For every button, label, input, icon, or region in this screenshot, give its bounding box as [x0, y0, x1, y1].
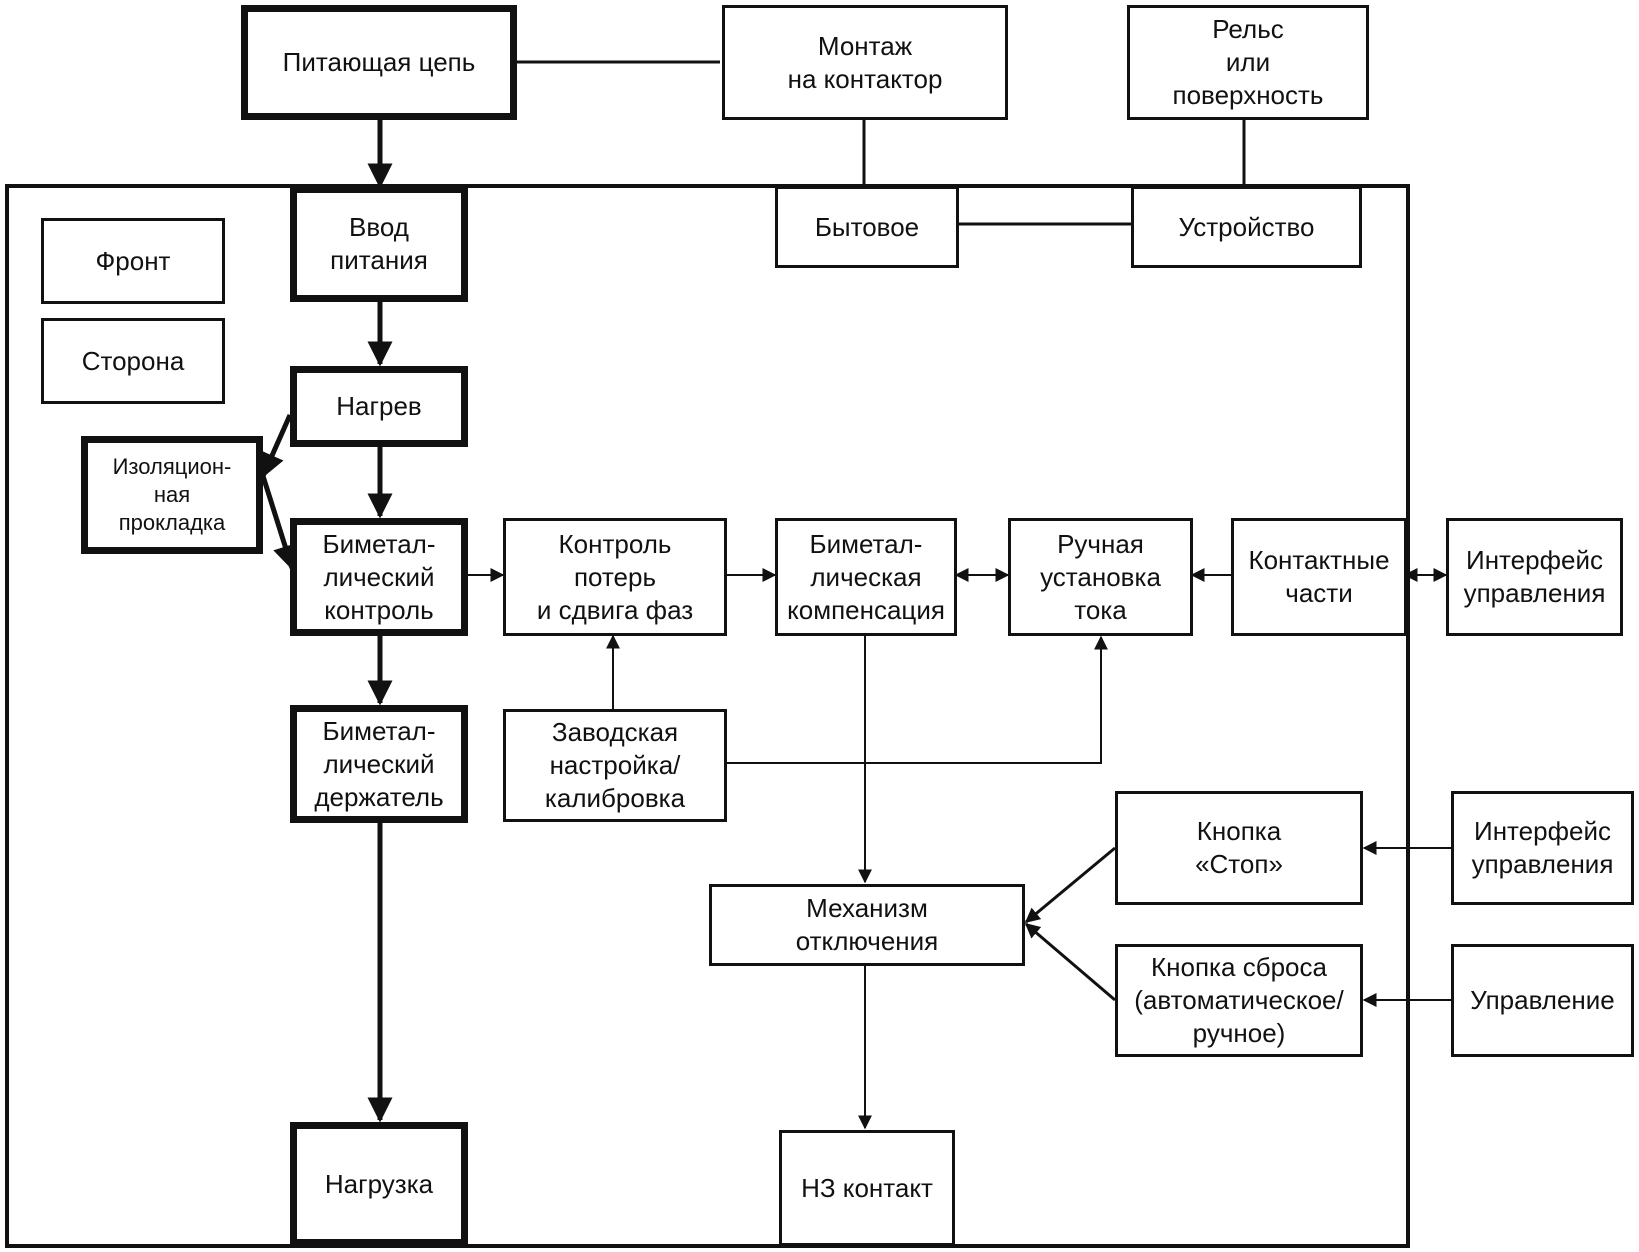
label-stop-button: Кнопка «Стоп» — [1195, 816, 1283, 879]
box-device: Устройство — [1131, 186, 1362, 268]
box-control-interface-1: Интерфейс управления — [1446, 518, 1623, 636]
label-household: Бытовое — [814, 211, 920, 242]
arrow-reset-trip — [1024, 922, 1116, 1002]
box-bimetal-holder: Биметал- лический держатель — [290, 705, 468, 823]
label-power-input: Ввод питания — [330, 212, 428, 275]
label-bimetal-compensation: Биметал- лическая компенсация — [787, 528, 945, 625]
label-control: Управление — [1470, 985, 1615, 1015]
label-heating: Нагрев — [336, 391, 422, 421]
box-load: Нагрузка — [290, 1122, 468, 1246]
device-housing-frame — [5, 184, 1410, 1248]
label-front: Фронт — [95, 245, 171, 276]
box-factory-calibration: Заводская настройка/ калибровка — [503, 709, 727, 822]
label-reset-button: Кнопка сброса (автоматическое/ ручное) — [1134, 952, 1344, 1048]
label-factory-calibration: Заводская настройка/ калибровка — [544, 717, 686, 813]
arrow-factory-manual — [727, 635, 1108, 764]
box-manual-current-setting: Ручная установка тока — [1008, 518, 1193, 636]
box-loss-phase-control: Контроль потерь и сдвига фаз — [503, 518, 727, 636]
box-front: Фронт — [41, 218, 225, 304]
box-reset-button: Кнопка сброса (автоматическое/ ручное) — [1115, 944, 1363, 1057]
label-nc-contact: НЗ контакт — [801, 1172, 933, 1203]
label-contact-parts: Контактные части — [1248, 545, 1390, 608]
box-insulation-pad: Изоляцион- ная прокладка — [81, 436, 263, 554]
label-bimetal-control: Биметал- лический контроль — [322, 528, 436, 625]
label-load: Нагрузка — [324, 1168, 434, 1199]
label-trip-mechanism: Механизм отключения — [795, 893, 939, 956]
label-contactor-mount: Монтаж на контактор — [787, 30, 943, 94]
box-contactor-mount: Монтаж на контактор — [722, 5, 1008, 120]
label-insulation-pad: Изоляцион- ная прокладка — [112, 454, 232, 535]
label-control-interface-1: Интерфейс управления — [1463, 545, 1606, 608]
box-power-input: Ввод питания — [290, 186, 468, 302]
box-nc-contact: НЗ контакт — [779, 1130, 955, 1246]
box-bimetal-compensation: Биметал- лическая компенсация — [775, 518, 957, 636]
label-loss-phase-control: Контроль потерь и сдвига фаз — [536, 528, 694, 625]
label-rail-or-surface: Рельс или поверхность — [1172, 14, 1324, 110]
box-rail-or-surface: Рельс или поверхность — [1127, 5, 1369, 120]
box-stop-button: Кнопка «Стоп» — [1115, 791, 1363, 905]
box-bimetal-control: Биметал- лический контроль — [290, 518, 468, 636]
box-control: Управление — [1451, 944, 1634, 1057]
label-control-interface-2: Интерфейс управления — [1471, 816, 1614, 879]
label-device: Устройство — [1178, 211, 1315, 242]
box-heating: Нагрев — [290, 366, 468, 447]
arrow-heating-insulation — [260, 413, 293, 479]
arrow-insulation-bimetal — [260, 475, 298, 571]
arrow-stop-trip — [1024, 846, 1116, 924]
box-household: Бытовое — [775, 186, 959, 268]
label-bimetal-holder: Биметал- лический держатель — [314, 715, 444, 812]
box-side: Сторона — [41, 318, 225, 404]
box-control-interface-2: Интерфейс управления — [1451, 791, 1634, 905]
label-side: Сторона — [81, 345, 185, 376]
box-supply-circuit: Питающая цепь — [241, 5, 517, 120]
label-manual-current-setting: Ручная установка тока — [1040, 528, 1161, 625]
box-trip-mechanism: Механизм отключения — [709, 884, 1025, 966]
label-supply-circuit: Питающая цепь — [282, 47, 476, 77]
box-contact-parts: Контактные части — [1231, 518, 1407, 636]
